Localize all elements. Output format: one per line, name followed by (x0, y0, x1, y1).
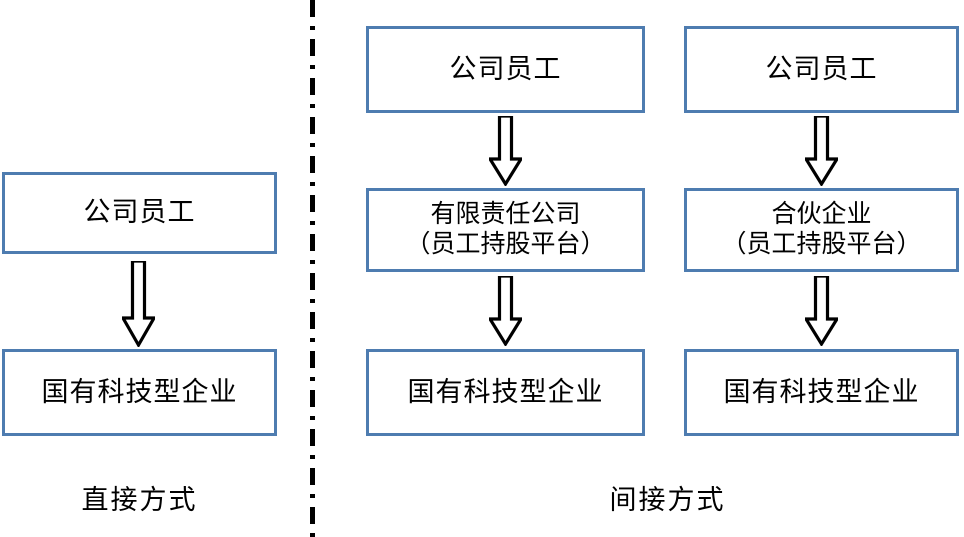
llc-branch-box-state-tech-enterprise: 国有科技型企业 (366, 349, 645, 436)
llc-branch-box-holding-platform: 有限责任公司 （员工持股平台） (366, 188, 645, 272)
partnership-branch-arrow-down-icon-1 (805, 116, 838, 186)
partnership-branch-box-employees: 公司员工 (684, 26, 959, 113)
partnership-branch-arrow-down-icon-2 (805, 276, 838, 346)
left-box-state-tech-enterprise-label: 国有科技型企业 (41, 376, 238, 407)
partnership-branch-box-state-tech-enterprise: 国有科技型企业 (684, 349, 959, 436)
right-caption-text: 间接方式 (609, 485, 726, 515)
partnership-branch-box-state-tech-enterprise-label: 国有科技型企业 (723, 376, 920, 407)
partnership-branch-box-holding-platform-label: 合伙企业 （员工持股平台） (721, 200, 922, 259)
left-caption-direct-method: 直接方式 (2, 478, 277, 517)
left-arrow-down-icon (122, 261, 155, 347)
right-caption-indirect-method: 间接方式 (530, 478, 805, 517)
llc-branch-box-holding-platform-label: 有限责任公司 （员工持股平台） (405, 200, 606, 259)
llc-branch-box-employees-label: 公司员工 (449, 53, 562, 84)
llc-branch-arrow-down-icon-1 (489, 116, 522, 186)
left-box-state-tech-enterprise: 国有科技型企业 (2, 349, 277, 436)
left-caption-text: 直接方式 (81, 485, 198, 515)
section-divider (310, 0, 315, 537)
left-box-employees-label: 公司员工 (83, 197, 196, 228)
llc-branch-box-employees: 公司员工 (366, 26, 645, 113)
left-box-employees: 公司员工 (2, 172, 277, 254)
partnership-branch-box-holding-platform: 合伙企业 （员工持股平台） (684, 188, 959, 272)
llc-branch-arrow-down-icon-2 (489, 276, 522, 346)
llc-branch-box-state-tech-enterprise-label: 国有科技型企业 (407, 376, 604, 407)
partnership-branch-box-employees-label: 公司员工 (765, 53, 878, 84)
